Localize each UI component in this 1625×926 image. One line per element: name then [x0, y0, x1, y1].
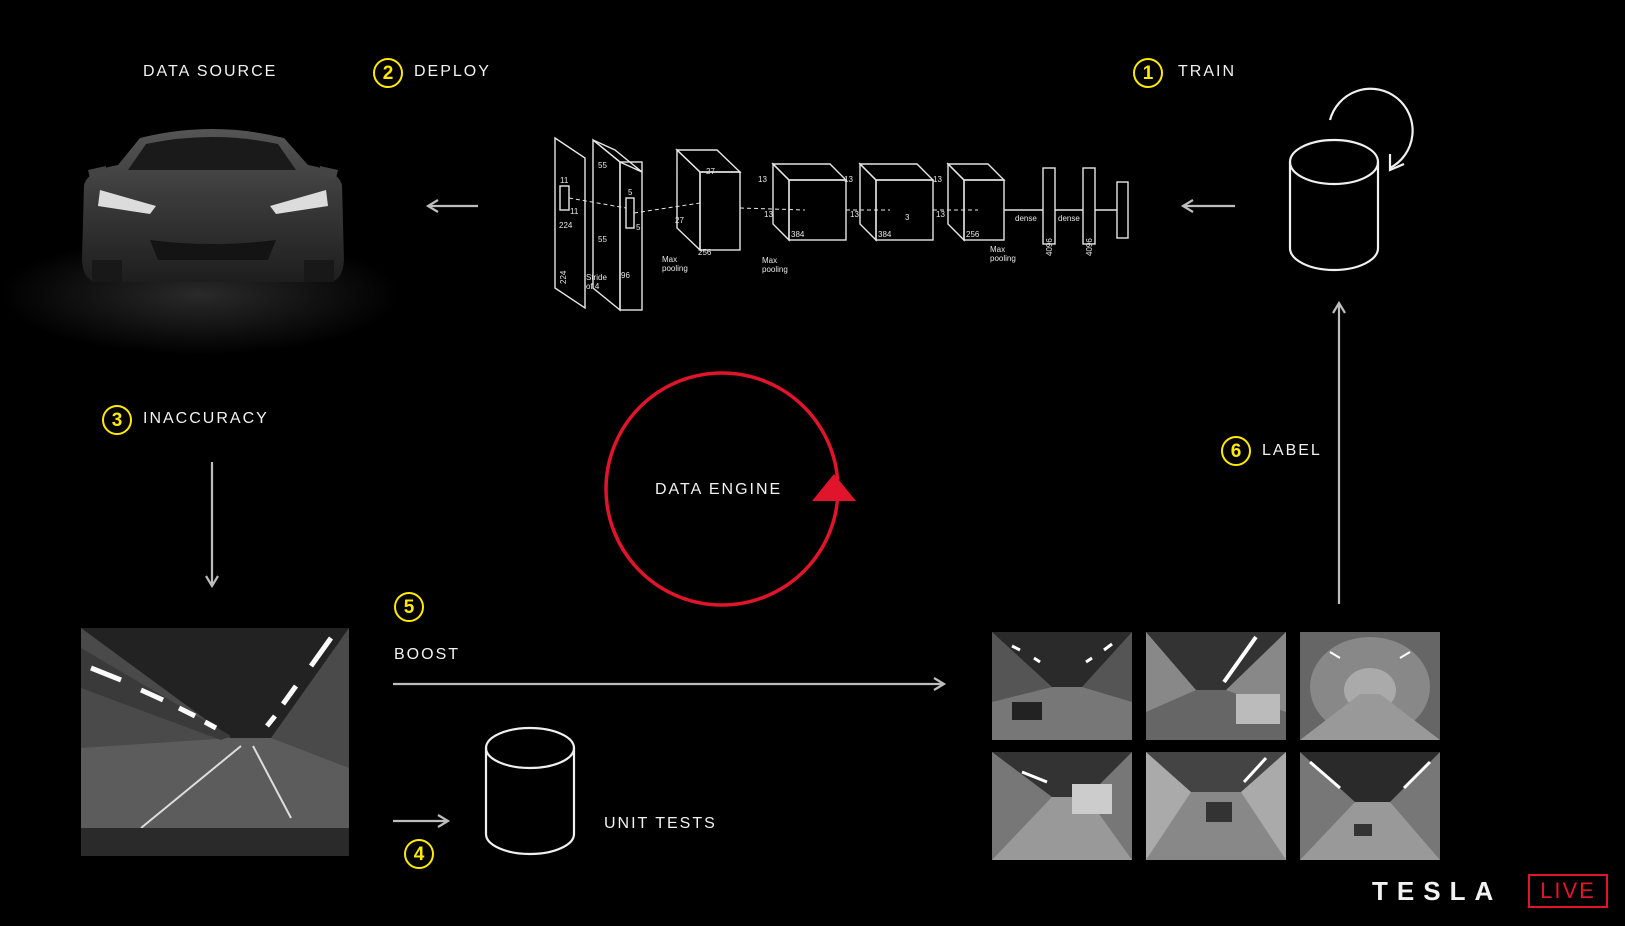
data-engine-label: DATA ENGINE: [655, 481, 783, 498]
train-label: TRAIN: [1178, 63, 1236, 80]
conv5-block: [946, 162, 1006, 242]
svg-text:13: 13: [758, 175, 767, 184]
svg-text:256: 256: [966, 230, 980, 239]
tunnel-thumbnail: [1300, 752, 1440, 860]
conv4-block: [858, 162, 935, 242]
conv3-block: [771, 162, 848, 242]
svg-text:224: 224: [559, 221, 573, 230]
deploy-label: DEPLOY: [414, 63, 491, 80]
svg-text:pooling: pooling: [762, 265, 788, 274]
tunnel-image-grid: [992, 632, 1440, 860]
retrain-loop-arrow: [1328, 87, 1414, 169]
svg-text:11: 11: [570, 207, 579, 216]
svg-text:27: 27: [675, 216, 684, 225]
cycle-arrow-head: [812, 474, 856, 501]
svg-text:dense: dense: [1015, 214, 1037, 223]
neural-network-diagram: 224 224 11 11 55 55 96 5 5 27 27 256 13 …: [554, 136, 1129, 312]
svg-text:pooling: pooling: [990, 254, 1016, 263]
live-badge: LIVE: [1528, 874, 1608, 908]
svg-text:4096: 4096: [1045, 238, 1054, 256]
output-layer: [1116, 181, 1129, 239]
tunnel-thumbnail: [1146, 632, 1286, 740]
svg-text:96: 96: [621, 271, 630, 280]
svg-text:Max: Max: [762, 256, 777, 265]
svg-text:13: 13: [933, 175, 942, 184]
svg-text:13: 13: [844, 175, 853, 184]
data-engine-cycle: [604, 371, 856, 607]
inaccuracy-label: INACCURACY: [143, 410, 269, 427]
conv2-block: [675, 148, 742, 252]
svg-text:Stride: Stride: [586, 273, 607, 282]
step-number-unit-tests: 4: [404, 839, 434, 869]
tesla-wordmark: TESLA: [1372, 876, 1503, 906]
svg-text:256: 256: [698, 248, 712, 257]
svg-text:5: 5: [628, 188, 633, 197]
boost-label: BOOST: [394, 646, 461, 663]
svg-text:Max: Max: [990, 245, 1005, 254]
svg-text:13: 13: [764, 210, 773, 219]
label-step-label: LABEL: [1262, 442, 1322, 459]
svg-text:Max: Max: [662, 255, 677, 264]
tunnel-thumbnail: [1146, 752, 1286, 860]
svg-text:384: 384: [791, 230, 805, 239]
step-number-train: 1: [1133, 58, 1163, 88]
svg-text:55: 55: [598, 161, 607, 170]
tunnel-thumbnail: [992, 632, 1132, 740]
conv1-block: [592, 138, 643, 312]
tunnel-thumbnail: [992, 752, 1132, 860]
unit-tests-database-icon: [484, 726, 576, 856]
svg-text:13: 13: [850, 210, 859, 219]
svg-text:27: 27: [706, 167, 715, 176]
input-layer: [554, 136, 586, 310]
svg-text:384: 384: [878, 230, 892, 239]
training-database-icon: [1288, 87, 1414, 272]
dense-layer-1: [1042, 167, 1056, 245]
svg-text:4096: 4096: [1085, 238, 1094, 256]
car-image: [0, 129, 400, 355]
unit-tests-label: UNIT TESTS: [604, 815, 717, 832]
svg-text:11: 11: [560, 176, 569, 185]
dense-layer-2: [1082, 167, 1096, 245]
step-number-deploy: 2: [373, 58, 403, 88]
data-source-label: DATA SOURCE: [143, 63, 278, 80]
svg-text:pooling: pooling: [662, 264, 688, 273]
step-number-boost: 5: [394, 592, 424, 622]
svg-text:of 4: of 4: [586, 282, 600, 291]
svg-text:224: 224: [559, 270, 568, 284]
step-number-label: 6: [1221, 436, 1251, 466]
svg-text:13: 13: [936, 210, 945, 219]
svg-text:3: 3: [905, 213, 910, 222]
svg-text:dense: dense: [1058, 214, 1080, 223]
step-number-inaccuracy: 3: [102, 405, 132, 435]
tunnel-photo-inaccuracy: [81, 628, 349, 856]
svg-text:5: 5: [636, 223, 641, 232]
svg-text:55: 55: [598, 235, 607, 244]
tunnel-thumbnail: [1300, 632, 1440, 740]
